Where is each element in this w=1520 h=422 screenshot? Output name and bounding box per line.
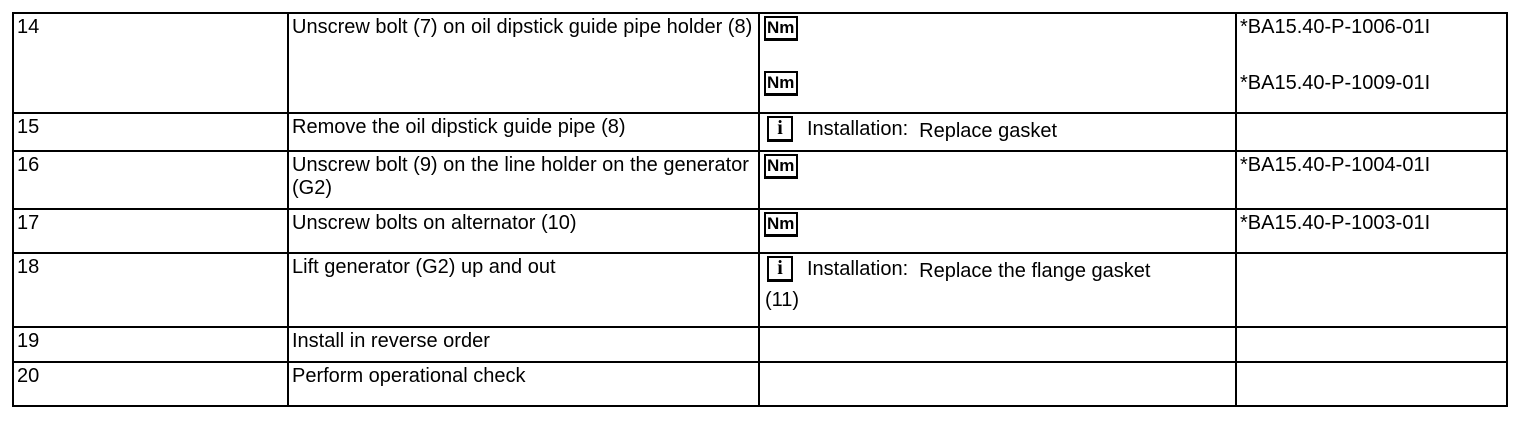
- table-row: 16 Unscrew bolt (9) on the line holder o…: [12, 150, 1508, 210]
- ba-reference-code[interactable]: *BA15.40-P-1009-01I: [1240, 72, 1431, 94]
- torque-nm-icon: Nm: [764, 154, 799, 179]
- icon-row: Nm: [763, 154, 1231, 179]
- torque-nm-icon: Nm: [764, 71, 799, 96]
- torque-nm-icon: Nm: [764, 212, 799, 237]
- step-description: Install in reverse order: [287, 326, 760, 363]
- step-description: Unscrew bolt (9) on the line holder on t…: [287, 150, 760, 210]
- torque-nm-icon: Nm: [764, 16, 799, 41]
- note-cell: Nm: [758, 150, 1237, 210]
- info-icon: i: [767, 116, 793, 142]
- note-cell: [758, 361, 1237, 407]
- table-row: 14 Unscrew bolt (7) on oil dipstick guid…: [12, 12, 1508, 114]
- table-row: 20 Perform operational check: [12, 361, 1508, 407]
- note-text-line2: (11): [765, 289, 800, 311]
- note-label: Installation:: [807, 118, 909, 140]
- step-description: Unscrew bolts on alternator (10): [287, 208, 760, 254]
- step-description: Remove the oil dipstick guide pipe (8): [287, 112, 760, 152]
- ba-reference-code[interactable]: *BA15.40-P-1003-01I: [1240, 212, 1431, 234]
- ref-cell: [1235, 361, 1508, 407]
- icon-row: Nm: [763, 71, 1231, 96]
- ref-cell: [1235, 112, 1508, 152]
- ba-reference-code[interactable]: *BA15.40-P-1004-01I: [1240, 154, 1431, 176]
- note-label: Installation:: [807, 258, 909, 280]
- step-number: 19: [12, 326, 289, 363]
- note-text: Replace the flange gasket: [919, 260, 1151, 282]
- step-description: Unscrew bolt (7) on oil dipstick guide p…: [287, 12, 760, 114]
- note-line: i Installation: Replace the flange gaske…: [763, 256, 1231, 283]
- work-steps-table: 14 Unscrew bolt (7) on oil dipstick guid…: [12, 12, 1508, 407]
- ba-reference-code[interactable]: *BA15.40-P-1006-01I: [1240, 16, 1431, 38]
- ref-cell: *BA15.40-P-1003-01I: [1235, 208, 1508, 254]
- step-number: 17: [12, 208, 289, 254]
- note-cell: Nm Nm: [758, 12, 1237, 114]
- step-number: 15: [12, 112, 289, 152]
- note-cell: i Installation: Replace the flange gaske…: [758, 252, 1237, 328]
- ref-cell: *BA15.40-P-1004-01I: [1235, 150, 1508, 210]
- step-number: 18: [12, 252, 289, 328]
- table-row: 15 Remove the oil dipstick guide pipe (8…: [12, 112, 1508, 152]
- note-text: Replace gasket: [919, 120, 1058, 142]
- note-line: i Installation: Replace gasket: [763, 116, 1231, 143]
- info-icon: i: [767, 256, 793, 282]
- step-description: Perform operational check: [287, 361, 760, 407]
- step-number: 20: [12, 361, 289, 407]
- table-row: 19 Install in reverse order: [12, 326, 1508, 363]
- ref-cell: [1235, 252, 1508, 328]
- note-cell: Nm: [758, 208, 1237, 254]
- step-description: Lift generator (G2) up and out: [287, 252, 760, 328]
- note-cell: i Installation: Replace gasket: [758, 112, 1237, 152]
- step-number: 14: [12, 12, 289, 114]
- table-row: 17 Unscrew bolts on alternator (10) Nm *…: [12, 208, 1508, 254]
- ref-cell: [1235, 326, 1508, 363]
- note-cell: [758, 326, 1237, 363]
- icon-row: Nm: [763, 212, 1231, 237]
- ref-cell: *BA15.40-P-1006-01I *BA15.40-P-1009-01I: [1235, 12, 1508, 114]
- icon-row: Nm: [763, 16, 1231, 41]
- table-row: 18 Lift generator (G2) up and out i Inst…: [12, 252, 1508, 328]
- step-number: 16: [12, 150, 289, 210]
